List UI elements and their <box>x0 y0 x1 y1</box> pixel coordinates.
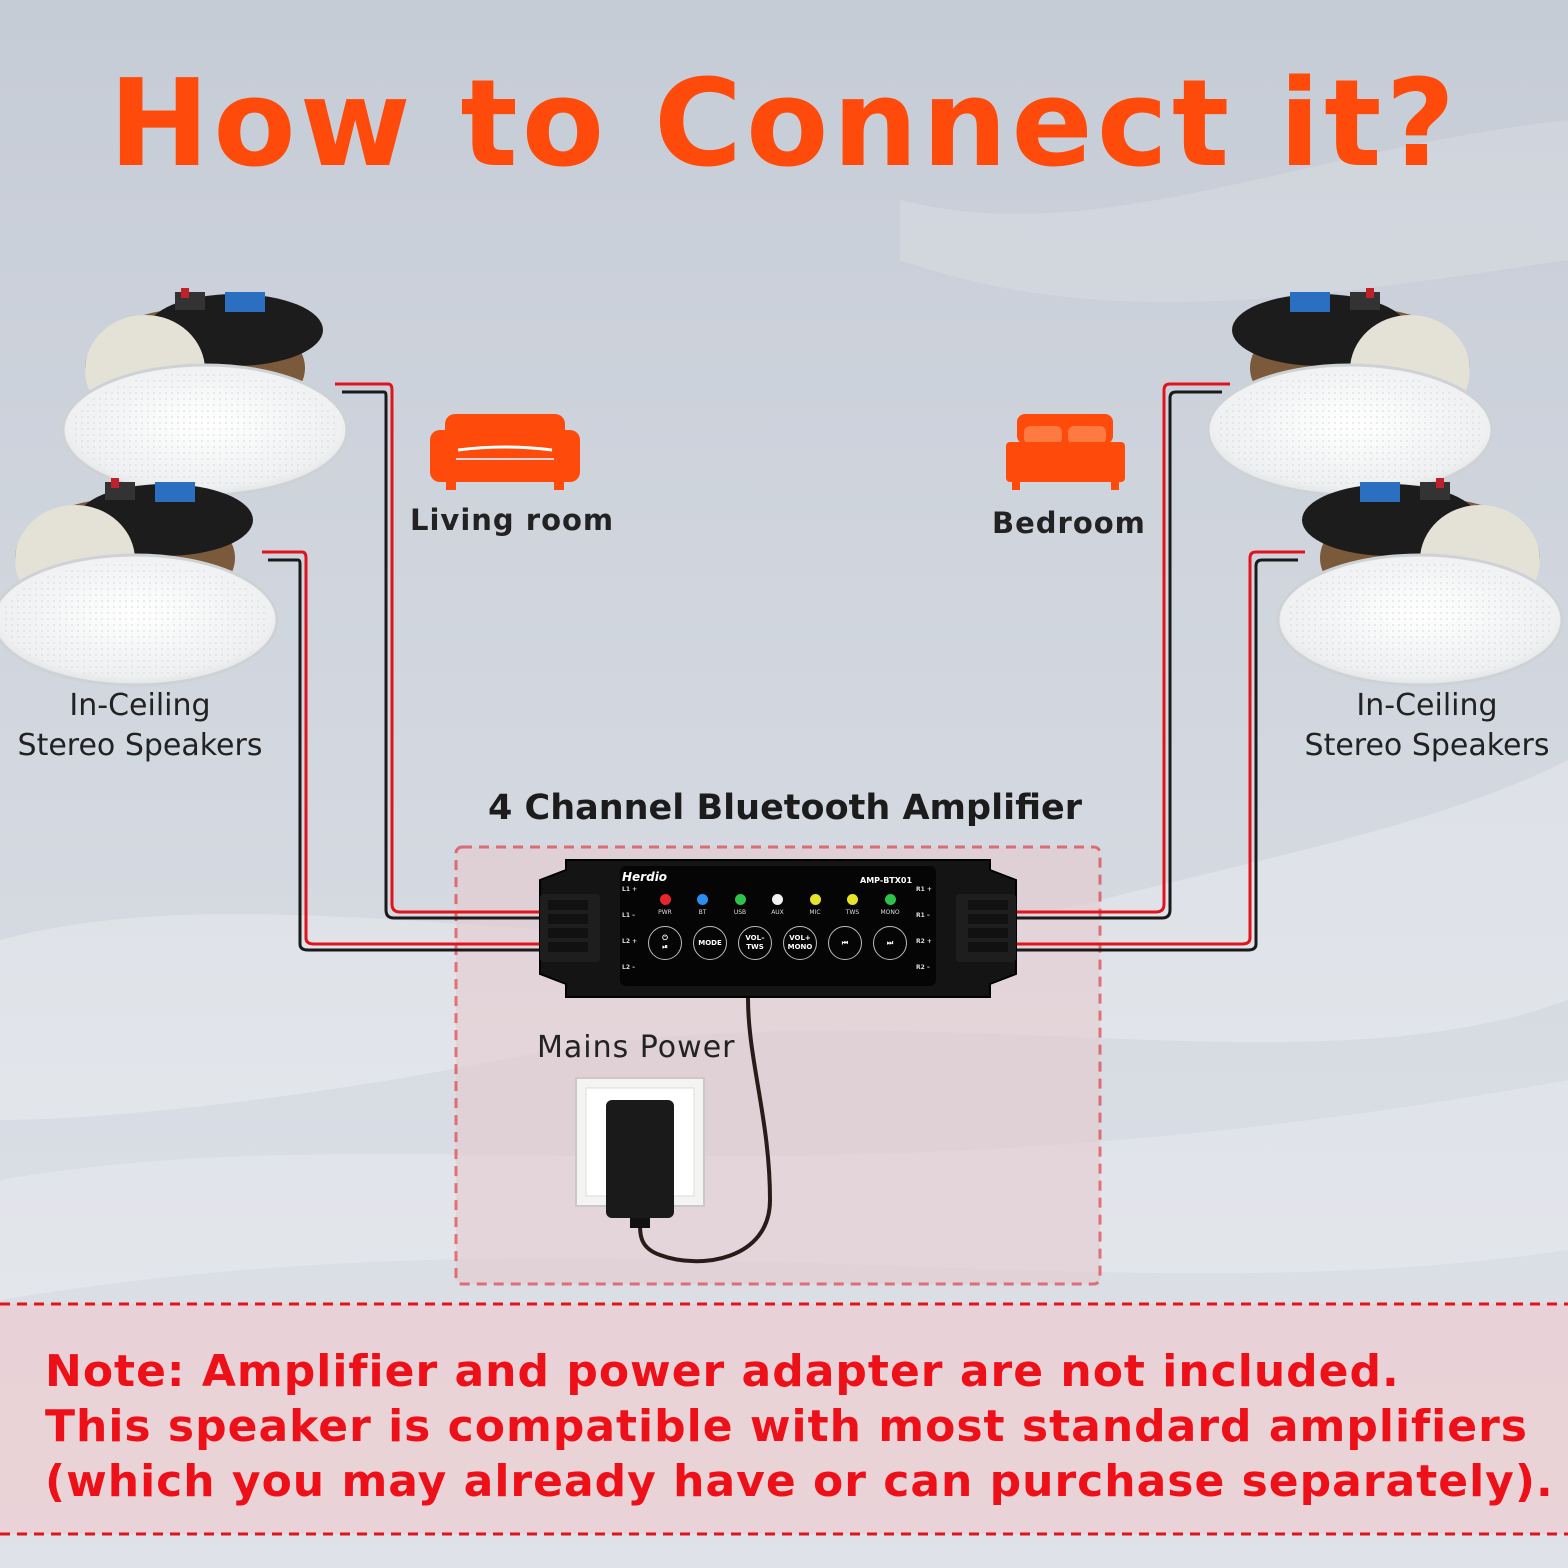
living-room-label: Living room <box>410 503 615 537</box>
button-sublabel: MONO <box>787 943 813 951</box>
button-label: ⏭ <box>886 938 894 947</box>
speaker-right-bottom <box>1276 478 1564 687</box>
indicator-tws: TWS <box>838 894 868 916</box>
amp-button-5[interactable]: ⏮ <box>828 926 862 960</box>
indicator-pwr: PWR <box>650 894 680 916</box>
indicator-label: MONO <box>880 909 900 916</box>
indicator-mono: MONO <box>875 894 905 916</box>
note-line-1: Note: Amplifier and power adapter are no… <box>45 1346 1400 1397</box>
amp-button-6[interactable]: ⏭ <box>873 926 907 960</box>
right-terminal-label: R2 – <box>916 964 930 971</box>
indicator-usb: USB <box>725 894 755 916</box>
indicator-row: PWR BT USB AUX MIC TWS MONO <box>650 894 910 922</box>
left-terminal-label: L2 + <box>622 938 638 945</box>
indicator-label: AUX <box>771 909 784 916</box>
right-wires <box>1012 382 1305 952</box>
led-icon <box>697 894 708 905</box>
button-label: VOL– <box>745 934 765 942</box>
sofa-icon <box>430 414 580 490</box>
note-band <box>0 1304 1568 1534</box>
indicator-bt: BT <box>688 894 718 916</box>
amp-button-2[interactable]: MODE <box>693 926 727 960</box>
led-icon <box>659 894 671 905</box>
indicator-mic: MIC <box>800 894 830 916</box>
button-sublabel: TWS <box>746 943 764 951</box>
button-sublabel: ⏯ <box>662 943 668 951</box>
power-cable <box>638 997 773 1264</box>
right-terminal-label: R1 + <box>916 886 932 893</box>
indicator-label: BT <box>698 909 707 916</box>
right-terminal-label: R2 + <box>916 938 932 945</box>
left-wires <box>262 382 545 952</box>
left-speakers-label: In-Ceiling Stereo Speakers Stereo Speake… <box>0 686 280 766</box>
amp-button-1[interactable]: ⏻⏯ <box>648 926 682 960</box>
button-label: VOL+ <box>789 934 811 942</box>
led-icon <box>809 894 821 905</box>
speaker-right-top <box>1206 288 1494 497</box>
left-terminal-labels: L1 + L1 – L2 + L2 – <box>622 886 648 986</box>
indicator-label: USB <box>733 909 747 916</box>
led-icon <box>847 894 858 905</box>
button-label: MODE <box>698 938 722 947</box>
button-row: ⏻⏯ MODE VOL–TWS VOL+MONO ⏮ ⏭ <box>648 926 918 966</box>
right-terminal-labels: R1 + R1 – R2 + R2 – <box>916 886 942 986</box>
model-label: AMP-BTX01 <box>860 876 913 885</box>
left-terminal-label: L1 + <box>622 886 638 893</box>
indicator-label: MIC <box>809 909 821 916</box>
left-speakers-label-line1: In-Ceiling <box>69 688 211 723</box>
indicator-aux: AUX <box>763 894 793 916</box>
note-line-2: This speaker is compatible with most sta… <box>45 1401 1528 1452</box>
right-speakers-label-line1: In-Ceiling <box>1356 688 1498 723</box>
note-text: Note: Amplifier and power adapter are no… <box>45 1344 1554 1509</box>
amp-button-3[interactable]: VOL–TWS <box>738 926 772 960</box>
button-label: ⏻ <box>662 934 668 942</box>
brand-logo: Herdio <box>622 870 668 884</box>
bedroom-label: Bedroom <box>992 506 1146 540</box>
speaker-left-top <box>61 288 349 497</box>
right-terminal-label: R1 – <box>916 912 930 919</box>
led-icon <box>734 894 746 905</box>
amplifier-title: 4 Channel Bluetooth Amplifier <box>487 788 1083 828</box>
indicator-label: TWS <box>845 909 860 916</box>
power-adapter <box>575 1077 705 1228</box>
bed-icon <box>1006 414 1125 490</box>
amp-button-4[interactable]: VOL+MONO <box>783 926 817 960</box>
indicator-label: PWR <box>658 909 672 916</box>
speaker-left-bottom <box>0 478 279 687</box>
page-title: How to Connect it? <box>108 55 1460 194</box>
left-terminal-label: L1 – <box>622 912 636 919</box>
button-label: ⏮ <box>841 938 849 947</box>
left-terminal-label: L2 – <box>622 964 636 971</box>
left-speakers-label-line2b: Stereo Speakers <box>17 728 263 763</box>
led-icon <box>772 894 783 905</box>
note-line-3: (which you may already have or can purch… <box>45 1456 1554 1507</box>
mains-power-label: Mains Power <box>537 1030 736 1065</box>
led-icon <box>884 894 896 905</box>
right-speakers-label-line2: Stereo Speakers <box>1304 728 1550 763</box>
right-speakers-label: In-Ceiling Stereo Speakers <box>1288 686 1566 766</box>
amplifier-panel: Herdio AMP-BTX01 PWR BT USB AUX MIC TWS MONO ⏻… <box>622 870 936 984</box>
